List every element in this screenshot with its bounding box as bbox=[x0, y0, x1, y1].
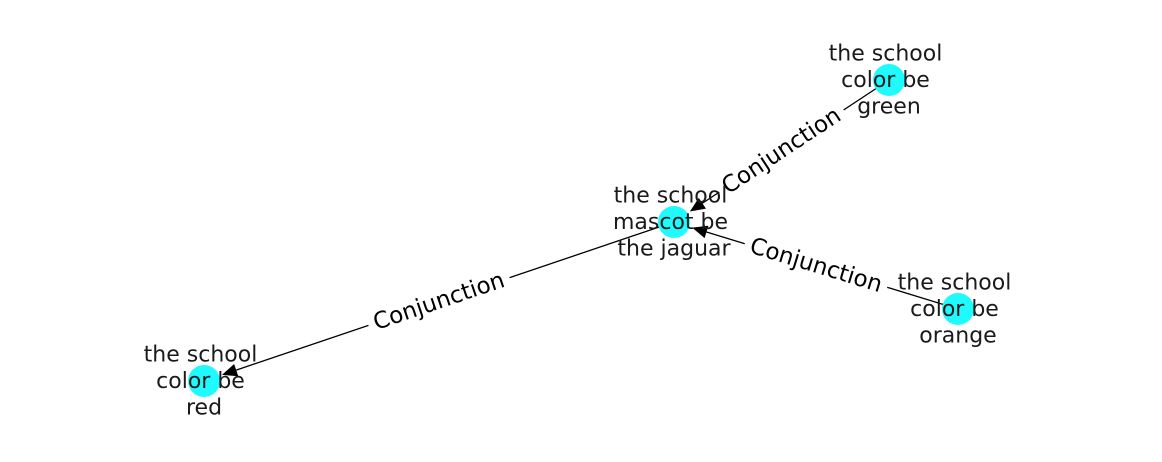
node-mascot: the school mascot be the jaguar bbox=[613, 184, 735, 262]
node-label-line: green bbox=[857, 95, 921, 120]
node-label-line: color be bbox=[841, 68, 930, 93]
node-orange: the school color be orange bbox=[898, 271, 1019, 349]
node-green: the school color be green bbox=[829, 42, 950, 120]
nodes-layer: the school mascot be the jaguar the scho… bbox=[144, 42, 1019, 421]
node-label: the school mascot be the jaguar bbox=[613, 184, 735, 262]
node-red: the school color be red bbox=[144, 343, 265, 421]
node-label-line: the school bbox=[829, 42, 943, 67]
arrow-head-icon bbox=[221, 363, 239, 377]
node-label: the school color be red bbox=[144, 343, 265, 421]
arrow-head-icon bbox=[689, 197, 706, 212]
edge-label-group: Conjunction bbox=[363, 263, 515, 340]
edge-label: Conjunction bbox=[370, 267, 508, 336]
node-label: the school color be orange bbox=[898, 271, 1019, 349]
node-label: the school color be green bbox=[829, 42, 950, 120]
node-label-line: the school bbox=[614, 184, 728, 209]
node-label-line: color be bbox=[156, 369, 245, 394]
arrow-head-icon bbox=[692, 225, 709, 239]
node-label-line: red bbox=[186, 396, 222, 421]
node-label-line: the school bbox=[898, 271, 1012, 296]
node-circle bbox=[658, 206, 690, 238]
edge-label-background bbox=[363, 263, 515, 340]
node-circle bbox=[942, 293, 974, 325]
node-label-line: the jaguar bbox=[617, 237, 731, 262]
node-label-line: the school bbox=[144, 343, 258, 368]
node-circle bbox=[188, 365, 220, 397]
node-circle bbox=[873, 64, 905, 96]
edge-label-group: Conjunction bbox=[740, 229, 892, 302]
edge-label-background bbox=[711, 97, 852, 205]
edge-label-background bbox=[740, 229, 892, 302]
node-label-line: orange bbox=[919, 324, 996, 349]
node-label-line: mascot be bbox=[613, 210, 728, 235]
edge-label: Conjunction bbox=[717, 102, 846, 199]
node-label-line: color be bbox=[910, 297, 999, 322]
